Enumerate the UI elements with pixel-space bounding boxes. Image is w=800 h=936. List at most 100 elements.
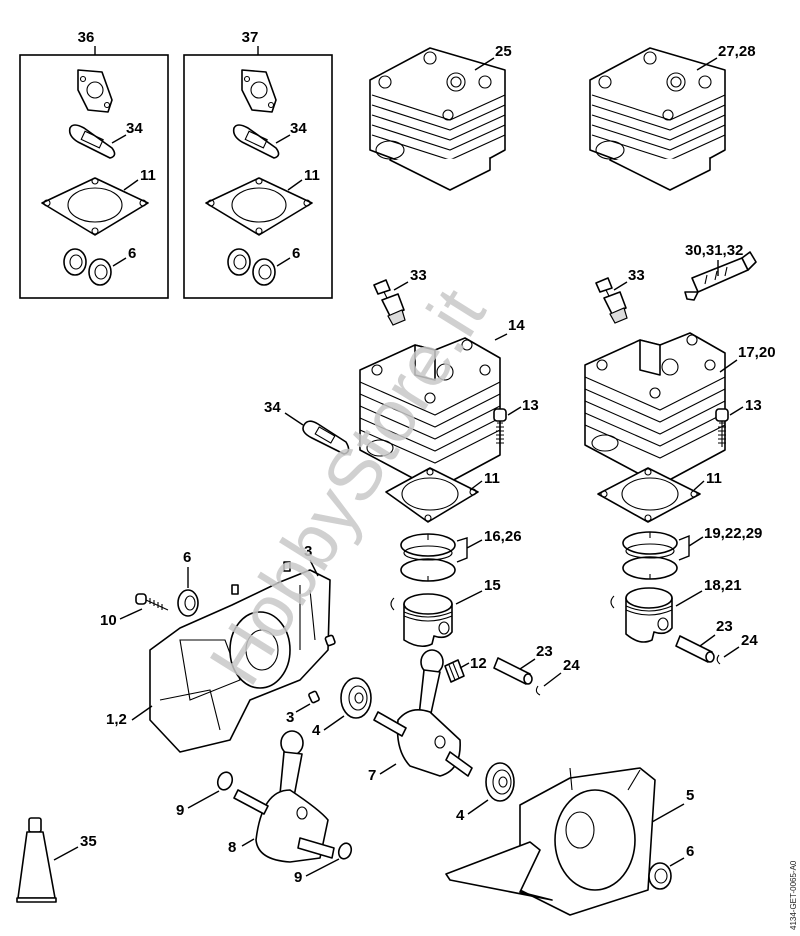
callout-seal-cover[interactable]: 6 (686, 843, 694, 860)
kit36-intake-gasket[interactable] (77, 69, 113, 113)
decompression-valve-right[interactable] (595, 277, 628, 324)
callout-kit36-34[interactable]: 34 (126, 120, 143, 137)
leader (519, 658, 536, 670)
callout-oring-upper[interactable]: 9 (176, 802, 184, 819)
callout-pin-left[interactable]: 23 (536, 643, 553, 660)
ball-bearing-left[interactable] (340, 677, 372, 719)
callout-oring-lower[interactable]: 9 (294, 869, 302, 886)
piston-left[interactable] (390, 593, 453, 648)
crankcase-half-1-2[interactable] (149, 561, 331, 753)
leader (469, 480, 483, 491)
callout-screw-left[interactable]: 13 (522, 397, 539, 414)
leader (669, 857, 685, 867)
oil-seal-crankcase[interactable] (177, 589, 199, 617)
kit37-cylinder-base-gasket[interactable] (205, 177, 313, 236)
piston-pin-right[interactable] (675, 635, 715, 663)
piston-clip-right[interactable] (716, 654, 721, 665)
callout-kit37-11[interactable]: 11 (304, 167, 320, 184)
spark-plug[interactable] (684, 251, 757, 301)
leader (131, 705, 153, 721)
callout-rings-left[interactable]: 16,26 (484, 528, 522, 545)
callout-crankcase-half[interactable]: 1,2 (106, 711, 127, 728)
oil-seal-cover[interactable] (648, 862, 672, 890)
piston-pin-left[interactable] (493, 657, 533, 685)
o-ring-lower[interactable] (337, 841, 354, 860)
callout-crankshaft-lower[interactable]: 8 (228, 839, 236, 856)
callout-needle-bearing[interactable]: 12 (470, 655, 487, 672)
callout-clip-right[interactable]: 24 (741, 632, 758, 649)
callout-dowel-bottom[interactable]: 3 (286, 709, 294, 726)
crankcase-cover-5[interactable] (445, 767, 656, 916)
kit-36[interactable]: 36 34 11 6 (19, 29, 169, 299)
piston-rings-right[interactable] (622, 531, 678, 580)
callout-dowel-top[interactable]: 3 (304, 543, 312, 560)
grease-tube[interactable] (16, 817, 57, 903)
dowel-pin-lower[interactable] (308, 690, 320, 704)
callout-piston-left[interactable]: 15 (484, 577, 501, 594)
callout-cylinder-25[interactable]: 25 (495, 43, 512, 60)
screw-right[interactable] (715, 408, 729, 447)
crankshaft-7[interactable] (373, 649, 473, 777)
crankshaft-8[interactable] (233, 730, 335, 863)
kit36-oil-seals[interactable] (63, 248, 112, 286)
cylinder-27-28[interactable] (589, 47, 726, 191)
callout-kit37-34[interactable]: 34 (290, 120, 307, 137)
screw-crankcase-10[interactable] (135, 593, 169, 611)
callout-kit36-11[interactable]: 11 (140, 167, 156, 184)
callout-grease-tube[interactable]: 35 (80, 833, 97, 850)
callout-pin-right[interactable]: 23 (716, 618, 733, 635)
callout-cylinder-14[interactable]: 14 (508, 317, 525, 334)
callout-bearing-right[interactable]: 4 (456, 807, 465, 824)
piston-right[interactable] (610, 587, 673, 643)
base-gasket-left[interactable] (385, 467, 479, 523)
screw-left[interactable] (493, 408, 507, 447)
callout-kit37-6[interactable]: 6 (292, 245, 300, 262)
kit37-exhaust-gasket[interactable] (232, 124, 280, 159)
callout-cylinder-17-20[interactable]: 17,20 (738, 344, 776, 361)
callout-gasket-left[interactable]: 11 (484, 470, 500, 487)
needle-cage-bearing[interactable] (444, 659, 465, 683)
kit-36-label[interactable]: 36 (78, 29, 95, 46)
callout-bearing-left[interactable]: 4 (312, 722, 321, 739)
piston-rings-left[interactable] (400, 533, 456, 582)
kit37-intake-gasket[interactable] (241, 69, 277, 113)
kit-37[interactable]: 37 34 11 6 (183, 29, 333, 299)
leader (305, 858, 340, 877)
callout-piston-right[interactable]: 18,21 (704, 577, 742, 594)
kit36-exhaust-gasket[interactable] (68, 124, 116, 159)
callout-screw-right[interactable]: 13 (745, 397, 762, 414)
kit-37-label[interactable]: 37 (242, 29, 259, 46)
cylinder-17-20[interactable] (584, 332, 726, 486)
piston-clip-left[interactable] (535, 685, 541, 696)
decompression-valve-left[interactable] (373, 279, 406, 326)
leader (53, 846, 79, 861)
callout-gasket-right[interactable]: 11 (706, 470, 722, 487)
leader (719, 359, 738, 373)
callout-cylinder-27-28[interactable]: 27,28 (718, 43, 756, 60)
base-gasket-right[interactable] (597, 467, 701, 523)
ball-bearing-right[interactable] (485, 762, 515, 802)
callout-decomp-right[interactable]: 33 (628, 267, 645, 284)
kit36-cylinder-base-gasket[interactable] (41, 177, 149, 236)
o-ring-upper[interactable] (215, 770, 234, 792)
callout-decomp-left[interactable]: 33 (410, 267, 427, 284)
cylinder-14[interactable] (359, 337, 501, 491)
callout-crankcase-cover[interactable]: 5 (686, 787, 694, 804)
leader (119, 608, 143, 620)
leader (309, 559, 319, 577)
leader (112, 257, 127, 267)
leader (123, 179, 139, 191)
muffler-gasket[interactable] (302, 420, 350, 455)
callout-spark-plug[interactable]: 30,31,32 (685, 242, 743, 259)
callout-kit36-6[interactable]: 6 (128, 245, 136, 262)
callout-screw-crankcase[interactable]: 10 (100, 612, 117, 629)
callout-crankshaft-upper[interactable]: 7 (368, 767, 376, 784)
callout-rings-right[interactable]: 19,22,29 (704, 525, 762, 542)
dowel-pin-right[interactable] (324, 634, 336, 647)
callout-clip-left[interactable]: 24 (563, 657, 580, 674)
callout-muffler-gasket[interactable]: 34 (264, 399, 281, 416)
callout-seal-crankcase[interactable]: 6 (183, 549, 191, 566)
cylinder-25[interactable] (369, 47, 506, 191)
leader (276, 257, 291, 267)
kit37-oil-seals[interactable] (227, 248, 276, 286)
